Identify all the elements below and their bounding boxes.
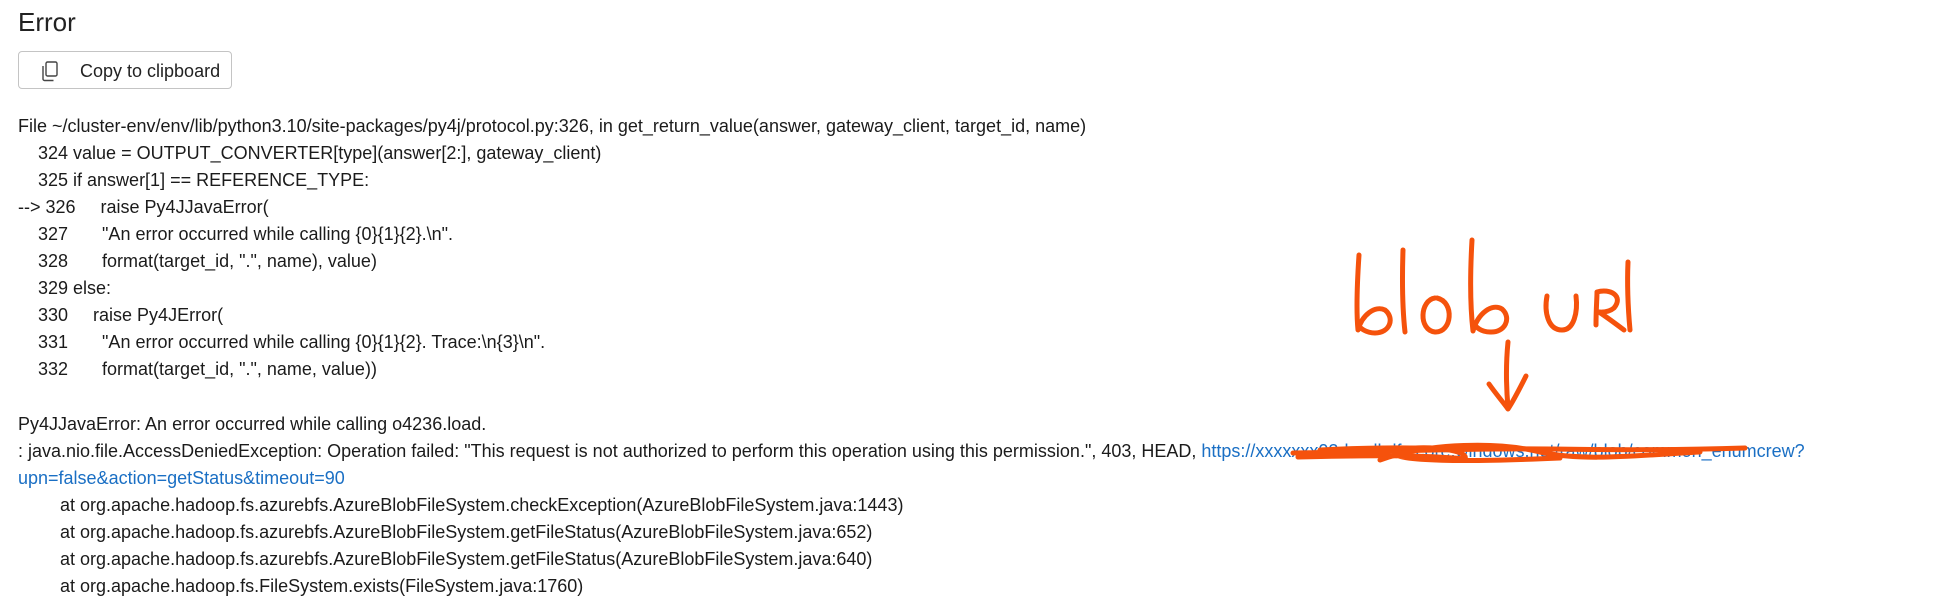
exception-line: : java.nio.file.AccessDeniedException: O… [18,438,1938,465]
line-code: format(target_id, ".", name, value)) [102,359,377,379]
trace-line-327: 327 "An error occurred while calling {0}{… [18,221,1938,248]
line-code: "An error occurred while calling {0}{1}{… [102,224,454,244]
copy-button-label: Copy to clipboard [80,61,221,81]
error-output: File ~/cluster-env/env/lib/python3.10/si… [18,113,1938,600]
exception-message: : java.nio.file.AccessDeniedException: O… [18,441,1202,461]
stack-frame: at org.apache.hadoop.fs.azurebfs.AzureBl… [60,495,904,515]
error-panel: Error Copy to clipboard File ~/cluster-e… [18,0,1942,596]
stack-frame: at org.apache.hadoop.fs.FileSystem.exist… [60,576,584,596]
trace-file-line: File ~/cluster-env/env/lib/python3.10/si… [18,116,1087,136]
trace-line-328: 328 format(target_id, ".", name), value) [18,248,1938,275]
trace-line-326: --> 326 raise Py4JJavaError( [18,197,269,217]
blob-uri-link-continued[interactable]: upn=false&action=getStatus&timeout=90 [18,468,345,488]
stack-frame: at org.apache.hadoop.fs.azurebfs.AzureBl… [60,522,873,542]
copy-icon [42,61,58,82]
trace-line-331: 331 "An error occurred while calling {0}{… [18,329,1938,356]
trace-line-332: 332 format(target_id, ".", name, value)) [18,356,1938,383]
redacted-blob-uri-link[interactable]: https://xxxxxxx02devdl.dfs.core.windows.… [1201,441,1633,461]
trace-line-324: 324 value = OUTPUT_CONVERTER[type](answe… [38,143,602,163]
error-headline: Py4JJavaError: An error occurred while c… [18,414,487,434]
blob-uri-link-tail[interactable]: common_enumcrew? [1632,441,1805,461]
line-number: 328 [38,251,69,271]
trace-line-329: 329 else: [38,278,112,298]
page-title: Error [18,7,76,37]
copy-to-clipboard-button[interactable]: Copy to clipboard [18,51,232,89]
line-number: 327 [38,224,69,244]
line-number: 332 [38,359,69,379]
trace-line-325: 325 if answer[1] == REFERENCE_TYPE: [38,170,370,190]
line-number: 331 [38,332,69,352]
line-code: format(target_id, ".", name), value) [102,251,377,271]
stack-frame: at org.apache.hadoop.fs.azurebfs.AzureBl… [60,549,873,569]
line-code: "An error occurred while calling {0}{1}{… [102,332,546,352]
trace-line-330: 330 raise Py4JError( [38,305,224,325]
